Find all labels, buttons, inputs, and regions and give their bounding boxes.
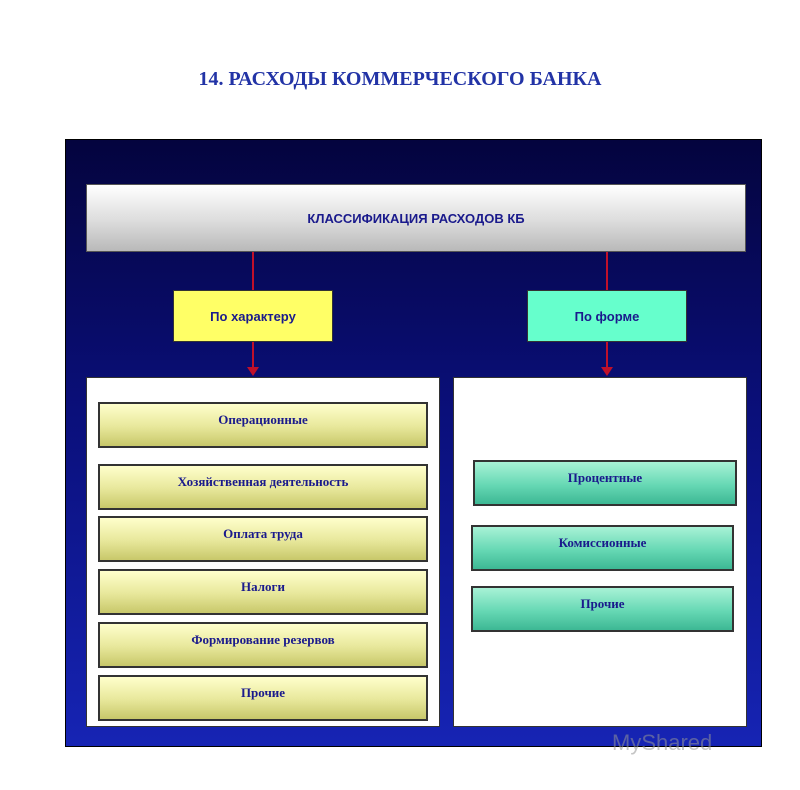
arrow-left <box>247 367 259 376</box>
classification-header: КЛАССИФИКАЦИЯ РАСХОДОВ КБ <box>86 184 746 252</box>
watermark-logo: MyShared <box>612 730 712 756</box>
list-item-label: Хозяйственная деятельность <box>177 474 349 489</box>
category-by-form-label: По форме <box>574 308 640 324</box>
page-title: 14. РАСХОДЫ КОММЕРЧЕСКОГО БАНКА <box>198 68 602 90</box>
category-by-form: По форме <box>527 290 687 342</box>
connector-right-bottom <box>606 342 608 368</box>
connector-left-bottom <box>252 342 254 368</box>
connector-right-top <box>606 252 608 290</box>
list-item-label: Прочие <box>580 596 625 611</box>
right-item-commission: Комиссионные <box>471 525 734 571</box>
left-item-labor-payment: Оплата труда <box>98 516 428 562</box>
list-item-label: Комиссионные <box>558 535 647 550</box>
left-item-other: Прочие <box>98 675 428 721</box>
right-item-interest: Процентные <box>473 460 737 506</box>
watermark-text: MyShared <box>612 730 713 755</box>
list-item-label: Налоги <box>241 579 285 594</box>
left-item-operational: Операционные <box>98 402 428 448</box>
category-by-nature-label: По характеру <box>210 308 296 324</box>
category-by-nature: По характеру <box>173 290 333 342</box>
right-item-other: Прочие <box>471 586 734 632</box>
list-item-label: Операционные <box>218 412 308 427</box>
connector-left-top <box>252 252 254 290</box>
list-item-label: Оплата труда <box>223 526 303 541</box>
left-item-taxes: Налоги <box>98 569 428 615</box>
list-item-label: Прочие <box>240 685 286 700</box>
arrow-right <box>601 367 613 376</box>
list-item-label: Процентные <box>567 470 643 485</box>
list-item-label: Формирование резервов <box>191 632 335 647</box>
left-item-economic-activity: Хозяйственная деятельность <box>98 464 428 510</box>
left-item-reserves: Формирование резервов <box>98 622 428 668</box>
classification-header-label: КЛАССИФИКАЦИЯ РАСХОДОВ КБ <box>307 210 525 226</box>
